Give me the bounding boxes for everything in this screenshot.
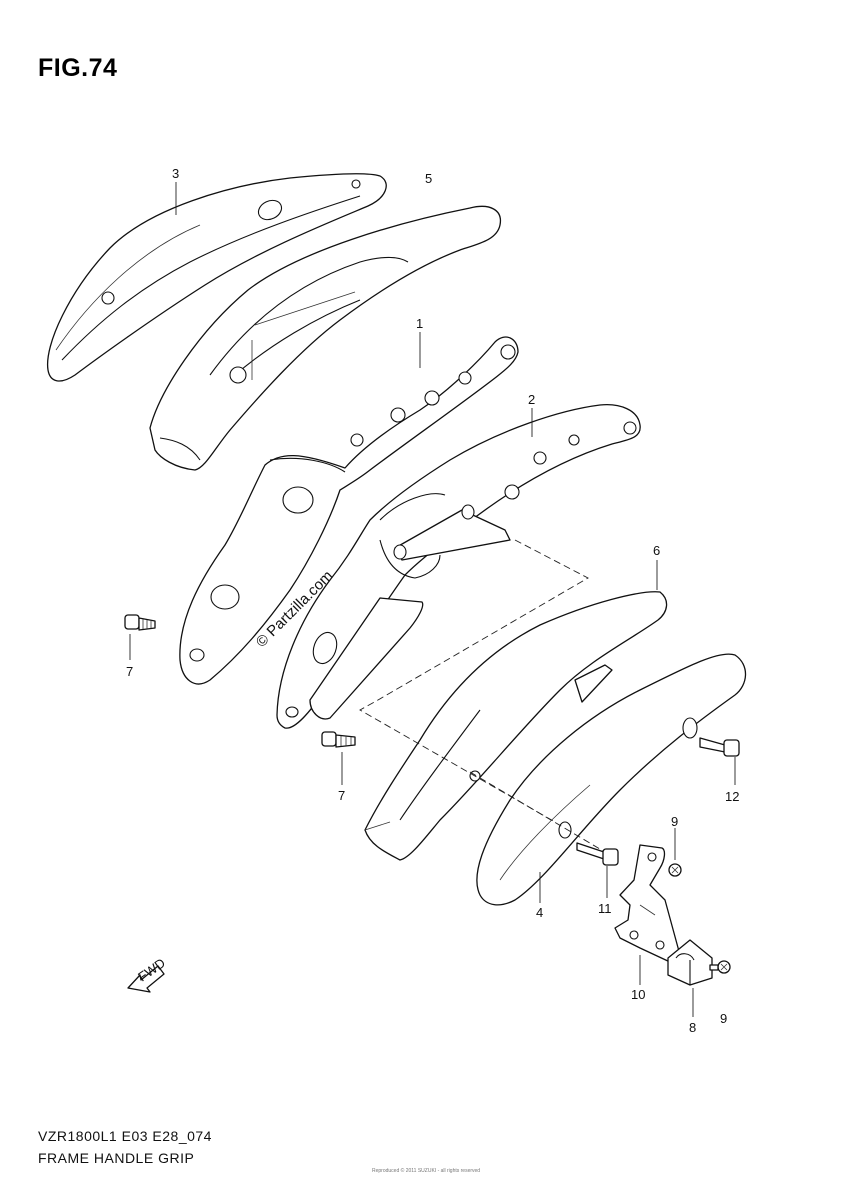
model-code: VZR1800L1 E03 E28_074: [38, 1128, 212, 1144]
callout-2: 2: [528, 392, 535, 407]
part-1-bracket[interactable]: [179, 336, 519, 685]
callout-7-center: 7: [338, 788, 345, 803]
part-7-bolt-left[interactable]: [124, 614, 156, 631]
callout-11: 11: [598, 901, 612, 916]
part-7-bolt-center[interactable]: [321, 731, 356, 748]
part-6-side-cover[interactable]: [364, 591, 668, 861]
callout-9-upper: 9: [671, 814, 678, 829]
part-5-grip-frame[interactable]: [149, 205, 502, 471]
callout-8: 8: [689, 1020, 696, 1035]
part-9-screw-lower[interactable]: [709, 960, 731, 974]
spacer-plate: [309, 597, 424, 720]
callout-12: 12: [725, 789, 739, 804]
callout-7-left: 7: [126, 664, 133, 679]
callout-5: 5: [425, 171, 432, 186]
callout-leaders: [129, 182, 736, 1017]
part-10-mount-bracket[interactable]: [614, 844, 681, 963]
callout-9-lower: 9: [720, 1011, 727, 1026]
callout-3: 3: [172, 166, 179, 181]
part-11-bolt[interactable]: [576, 842, 619, 866]
part-8-clamp[interactable]: [667, 939, 713, 986]
part-12-bolt[interactable]: [699, 737, 740, 757]
figure-title: FIG.74: [38, 54, 118, 82]
section-name: FRAME HANDLE GRIP: [38, 1150, 195, 1166]
callout-6: 6: [653, 543, 660, 558]
part-9-screw-upper[interactable]: [668, 863, 682, 877]
part-3-grip-cover[interactable]: [46, 173, 387, 382]
part-4-outer-cover[interactable]: [476, 653, 747, 906]
callout-4: 4: [536, 905, 543, 920]
forward-direction-arrow-icon: FWD: [127, 955, 168, 993]
callout-1: 1: [416, 316, 423, 331]
copyright-note: Reproduced © 2011 SUZUKI - all rights re…: [372, 1168, 481, 1174]
assembly-lines: [359, 539, 611, 856]
callout-10: 10: [631, 987, 645, 1002]
